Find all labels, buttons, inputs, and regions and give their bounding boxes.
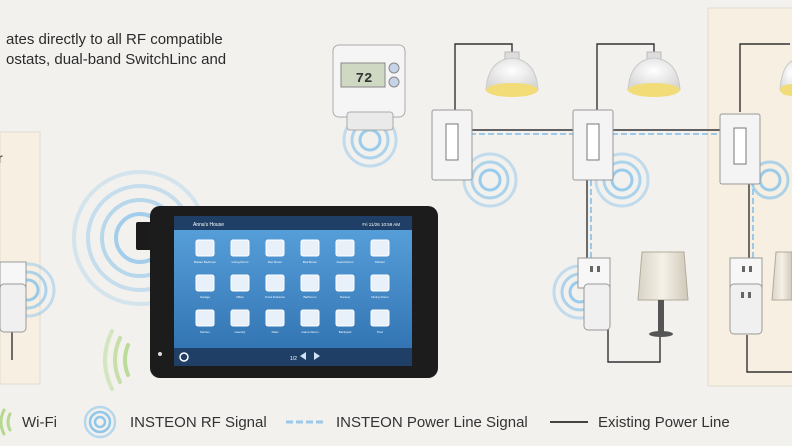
wall-switch-2	[572, 109, 614, 181]
tablet-room-icon	[230, 309, 250, 327]
tablet-room-tile[interactable]: Den Room	[265, 239, 285, 264]
tablet-room-icon	[230, 274, 250, 292]
left-panel-fragment: r	[0, 150, 3, 166]
tablet-controller	[136, 206, 438, 378]
wifi-waves	[103, 329, 130, 391]
tablet-room-label: Dining Room	[371, 295, 389, 299]
tablet-header-left: Anna's House	[193, 222, 224, 228]
outlet-middle	[577, 257, 611, 331]
tablet-room-label: Den Room	[268, 260, 283, 264]
tablet-room-icon	[335, 239, 355, 257]
tablet-room-label: Front Entrance	[265, 295, 285, 299]
tablet-room-icon	[370, 309, 390, 327]
thermostat	[332, 44, 406, 131]
ceiling-lamp-3	[779, 60, 792, 96]
tablet-room-label: Laundry	[235, 330, 246, 334]
tablet-prev-arrow-icon	[300, 352, 306, 360]
tablet-room-label: Living Room	[232, 260, 249, 264]
tablet-room-tile[interactable]: Backyard	[335, 309, 355, 334]
table-lamp-middle	[637, 251, 689, 337]
powerline-signal-lines	[470, 133, 754, 265]
tablet-room-label: Bathroom	[303, 295, 317, 299]
tablet-room-tile[interactable]: Pool	[370, 309, 390, 334]
tablet-room-label: Bed Room	[303, 260, 318, 264]
tablet-room-label: Guest Room	[337, 260, 354, 264]
outlet-right	[729, 257, 763, 335]
tablet-page-indicator: 1/2	[290, 356, 297, 362]
left-room-panel	[0, 131, 41, 385]
legend-wifi-symbol	[0, 408, 12, 436]
tablet-room-icon	[265, 309, 285, 327]
tablet-room-icon	[335, 274, 355, 292]
tablet-room-tile[interactable]: Living Room	[230, 239, 250, 264]
tablet-room-icon	[300, 274, 320, 292]
tablet-room-label: Nursery	[340, 295, 351, 299]
tablet-room-icon	[300, 309, 320, 327]
tablet-room-label: Kitchen	[200, 330, 210, 334]
tablet-room-tile[interactable]: Game Room	[300, 309, 320, 334]
tablet-room-label: Pool	[377, 330, 383, 334]
thermostat-display: 72	[356, 71, 373, 87]
legend-rf-symbol	[83, 405, 117, 439]
tablet-room-tile[interactable]: Bathroom	[300, 274, 320, 299]
tablet-room-tile[interactable]: Dining Room	[370, 274, 390, 299]
legend: Wi-Fi INSTEON RF Signal INSTEON Power Li…	[0, 400, 792, 446]
tablet-room-tile[interactable]: Kitchen	[195, 309, 215, 334]
tablet-room-tile[interactable]: Master Bedroom	[194, 239, 217, 264]
tablet-room-icon	[335, 309, 355, 327]
tablet-room-tile[interactable]: Front Entrance	[265, 274, 285, 299]
wall-switch-3	[719, 113, 761, 185]
legend-powerline-signal-label: INSTEON Power Line Signal	[336, 414, 528, 431]
tablet-room-tile[interactable]: Kitchen	[370, 239, 390, 264]
legend-wifi-label: Wi-Fi	[22, 414, 57, 431]
tablet-room-tile[interactable]: Guest Room	[335, 239, 355, 264]
tablet-header-right: Fri 11/26 10:59 AM	[362, 222, 400, 227]
tablet-room-icon	[230, 239, 250, 257]
tablet-room-icon	[300, 239, 320, 257]
tablet-room-tile[interactable]: Patio	[265, 309, 285, 334]
tablet-room-icon	[370, 274, 390, 292]
legend-powerline-label: Existing Power Line	[598, 414, 730, 431]
tablet-room-icon	[195, 309, 215, 327]
tablet-room-icon	[195, 239, 215, 257]
tablet-room-tile[interactable]: Laundry	[230, 309, 250, 334]
tablet-settings-icon	[179, 352, 189, 362]
tablet-room-icon	[195, 274, 215, 292]
tablet-room-icon	[265, 274, 285, 292]
tablet-room-icon	[370, 239, 390, 257]
ceiling-lamp-1	[485, 51, 539, 97]
outlet-left	[0, 261, 27, 333]
tablet-room-icon	[265, 239, 285, 257]
tablet-room-label: Game Room	[301, 330, 319, 334]
tablet-tile-grid: Master Bedroom Living Room Den Room Bed Roo…	[194, 239, 390, 334]
tablet-room-label: Kitchen	[375, 260, 385, 264]
table-lamp-right	[771, 251, 792, 301]
tablet-room-label: Master Bedroom	[194, 260, 217, 264]
tablet-next-arrow-icon	[314, 352, 320, 360]
tablet-room-tile[interactable]: Garage	[195, 274, 215, 299]
tablet-room-label: Patio	[272, 330, 279, 334]
wall-switch-1	[431, 109, 473, 181]
ceiling-lamp-2	[627, 51, 681, 97]
tablet-room-tile[interactable]: Office	[230, 274, 250, 299]
intro-line-2: ostats, dual-band SwitchLinc and	[6, 51, 227, 68]
legend-rf-label: INSTEON RF Signal	[130, 414, 267, 431]
tablet-room-label: Backyard	[339, 330, 352, 334]
intro-text: ates directly to all RF compatible ostat…	[6, 30, 306, 70]
tablet-room-label: Garage	[200, 295, 210, 299]
intro-line-1: ates directly to all RF compatible	[6, 31, 223, 48]
tablet-room-tile[interactable]: Bed Room	[300, 239, 320, 264]
tablet-room-label: Office	[236, 295, 244, 299]
tablet-room-tile[interactable]: Nursery	[335, 274, 355, 299]
